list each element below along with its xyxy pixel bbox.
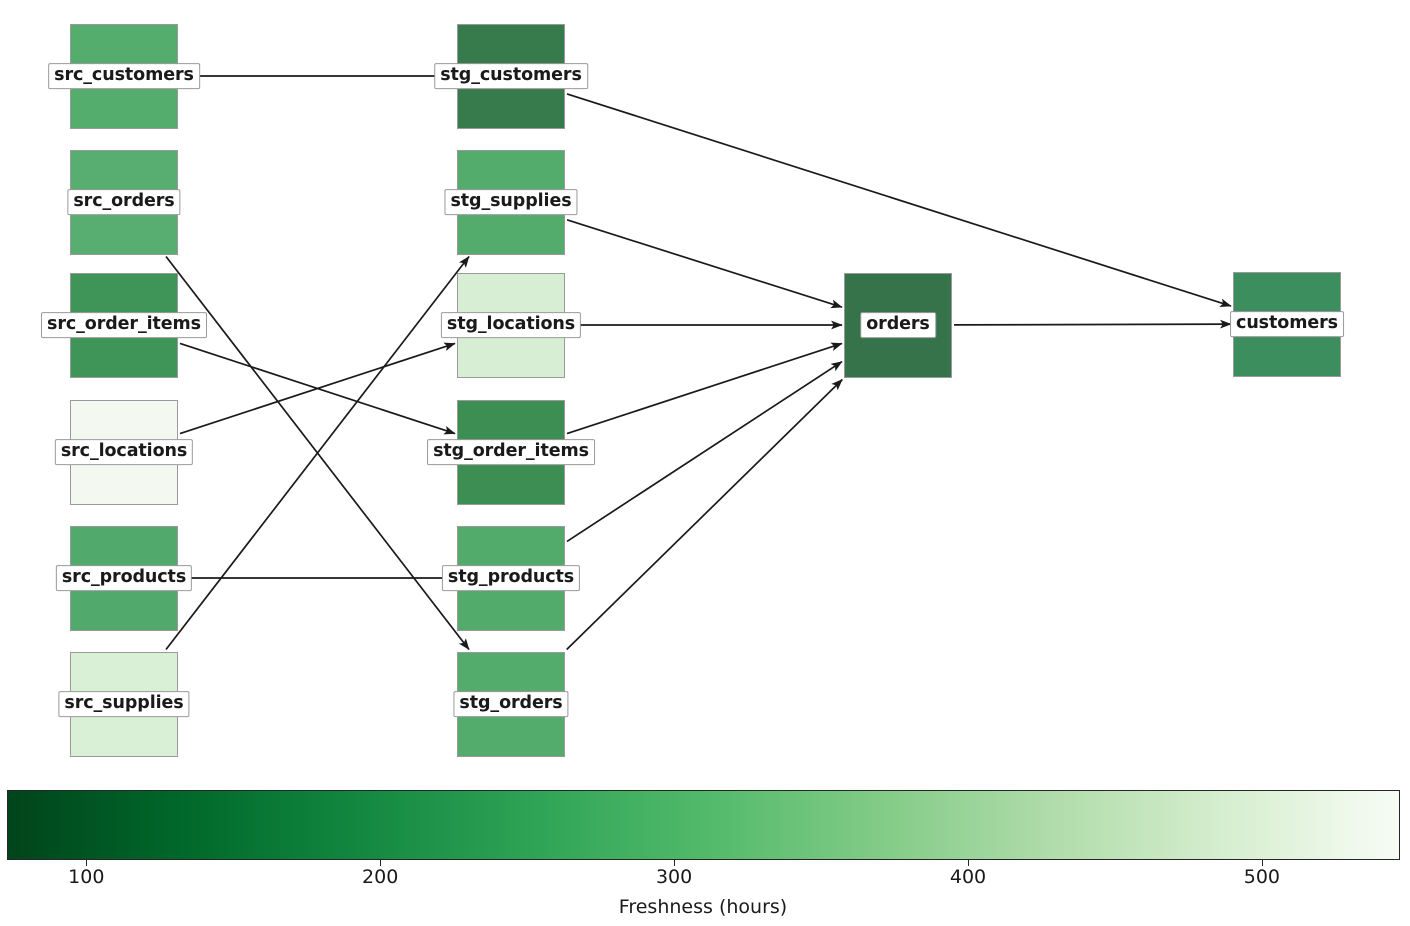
node-label-stg_orders[interactable]: stg_orders (453, 691, 569, 717)
node-label-stg_order_items[interactable]: stg_order_items (427, 439, 595, 465)
colorbar-gradient (8, 791, 1399, 859)
colorbar-tick-400 (968, 860, 969, 866)
node-label-stg_customers[interactable]: stg_customers (434, 63, 588, 89)
colorbar-tick-label-300: 300 (655, 866, 693, 888)
edge-orders-to-customers (953, 319, 1232, 329)
node-label-src_locations[interactable]: src_locations (54, 439, 194, 465)
colorbar-tick-label-400: 400 (949, 866, 987, 888)
colorbar-tick-200 (380, 860, 382, 866)
edge-stg_orders-to-orders (566, 378, 843, 651)
node-label-src_supplies[interactable]: src_supplies (58, 691, 190, 717)
node-label-src_orders[interactable]: src_orders (67, 189, 181, 215)
colorbar-tick-label-500: 500 (1243, 866, 1281, 888)
node-label-stg_supplies[interactable]: stg_supplies (444, 189, 578, 215)
edge-src_locations-to-stg_locations (179, 342, 456, 435)
node-label-customers[interactable]: customers (1230, 311, 1344, 337)
edge-stg_customers-to-customers (566, 93, 1232, 307)
edge-stg_order_items-to-orders (566, 342, 843, 435)
colorbar-tick-300 (674, 860, 676, 866)
colorbar-tick-500 (1261, 860, 1263, 866)
edge-src_supplies-to-stg_supplies (165, 255, 470, 651)
node-label-src_customers[interactable]: src_customers (48, 63, 200, 89)
colorbar (7, 790, 1400, 860)
colorbar-tick-label-100: 100 (68, 866, 105, 888)
edge-stg_products-to-orders (566, 360, 843, 543)
node-label-stg_locations[interactable]: stg_locations (440, 312, 582, 338)
node-label-src_order_items[interactable]: src_order_items (41, 312, 207, 338)
node-label-orders[interactable]: orders (860, 312, 936, 338)
colorbar-tick-100 (86, 860, 88, 866)
edge-stg_supplies-to-orders (566, 218, 843, 309)
colorbar-tick-label-200: 200 (362, 866, 399, 888)
node-label-stg_products[interactable]: stg_products (441, 565, 581, 591)
colorbar-axis-label: Freshness (hours) (618, 896, 788, 918)
node-label-src_products[interactable]: src_products (55, 565, 193, 591)
